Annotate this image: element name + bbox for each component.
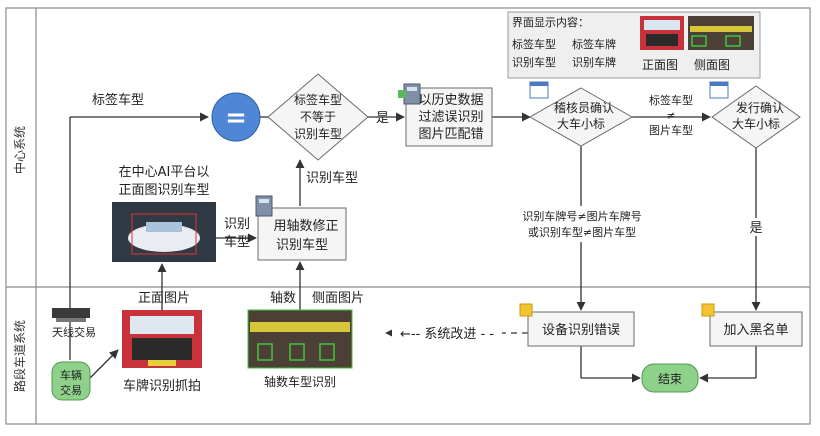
edge-label-side-image: 侧面图片 <box>312 291 364 306</box>
axle-recognition-photo <box>247 309 353 369</box>
end-node: 结束 <box>641 363 699 393</box>
device-error-node: 设备识别错误 <box>519 303 635 347</box>
yes-2-bg <box>748 218 766 236</box>
lane-label-road: 路段车道系统 <box>12 320 27 392</box>
axle-correct-line2: 识别车型 <box>276 237 328 253</box>
issuer-confirm-diamond: 发行确认 大车小标 <box>709 81 801 149</box>
legend-item-recog-plate: 识别车牌 <box>572 55 616 69</box>
legend-box: 界面显示内容： 标签车型 标签车牌 识别车型 识别车牌 正面图 侧面图 <box>507 11 761 79</box>
history-filter-line3: 图片匹配错 <box>418 127 483 142</box>
edge-label-yes-2: 是 <box>749 221 762 236</box>
history-filter-node: 以历史数据 过滤误识别 图片匹配错 <box>398 83 493 147</box>
vehicle-trade-node: 车辆 交易 <box>51 361 91 401</box>
compare-line2: 不等于 <box>300 110 336 124</box>
compare-line3: 识别车型 <box>294 126 342 141</box>
plate-capture-label: 车牌识别抓拍 <box>123 378 201 394</box>
issuer-line2: 大车小标 <box>732 116 780 131</box>
edge-label-recognized-type: 识别车型 <box>306 170 358 186</box>
plate-mismatch-bg <box>512 206 652 242</box>
compare-line1: 标签车型 <box>294 92 342 107</box>
swimlane-frame <box>5 7 811 425</box>
edge-label-recog-v2: 车型 <box>224 234 250 250</box>
antenna-device: 天线交易 <box>52 308 96 339</box>
blacklist-label: 加入黑名单 <box>723 322 788 338</box>
antenna-trade-label: 天线交易 <box>52 325 96 339</box>
auditor-line2: 大车小标 <box>557 116 605 131</box>
connectors <box>69 112 761 383</box>
ai-platform-line1: 在中心AI平台以 <box>119 165 210 180</box>
legend-title: 界面显示内容： <box>512 15 589 29</box>
equal-symbol: = <box>225 103 247 133</box>
vehicle-trade-line1: 车辆 <box>60 368 82 382</box>
history-filter-line2: 过滤误识别 <box>418 110 483 125</box>
end-label: 结束 <box>658 372 682 386</box>
auditor-line1: 稽核员确认 <box>554 100 614 115</box>
edge-label-ne-line1: 标签车型 <box>649 93 693 107</box>
edge-label-front-image: 正面图片 <box>138 291 190 306</box>
legend-item-recog-type: 识别车型 <box>512 55 556 69</box>
ai-platform-photo <box>112 202 216 262</box>
edge-label-axle-count: 轴数 <box>270 291 296 306</box>
equal-circle-node: = <box>211 92 261 142</box>
axle-correct-line1: 用轴数修正 <box>273 219 338 234</box>
vehicle-trade-line2: 交易 <box>60 383 82 397</box>
calculator-icon <box>398 83 421 105</box>
legend-front-caption: 正面图 <box>642 58 678 72</box>
history-filter-line1: 以历史数据 <box>418 93 483 108</box>
lane-label-center: 中心系统 <box>12 126 27 174</box>
edge-label-mismatch-line1: 识别车牌号≠图片车牌号 <box>522 209 641 223</box>
legend-item-label-plate: 标签车牌 <box>572 37 616 51</box>
legend-side-thumb <box>688 16 754 50</box>
edge-label-ne-line2: ≠ <box>666 109 675 122</box>
compare-diamond: 标签车型 不等于 识别车型 <box>267 73 369 161</box>
table-icon <box>529 81 549 99</box>
edge-label-recog-v1: 识别 <box>224 217 250 232</box>
axle-correct-node: 用轴数修正 识别车型 <box>255 195 347 261</box>
issuer-line1: 发行确认 <box>736 100 784 115</box>
edge-label-label-type: 标签车型 <box>92 92 144 108</box>
edge-label-ne-line3: 图片车型 <box>649 123 693 137</box>
system-improve-bg <box>392 324 502 342</box>
device-error-label: 设备识别错误 <box>542 322 620 338</box>
edge-label-yes-1: 是 <box>376 111 389 126</box>
calculator-icon <box>255 195 273 217</box>
legend-item-label-type: 标签车型 <box>512 37 556 51</box>
auditor-confirm-diamond: 稽核员确认 大车小标 <box>528 81 634 147</box>
edge-label-system-improve: ←-- 系统改进 - - <box>400 327 494 342</box>
legend-front-thumb <box>640 16 684 50</box>
axle-recognition-label: 轴数车型识别 <box>264 374 336 389</box>
edge-label-mismatch-line2: 或识别车型≠图片车型 <box>528 225 636 239</box>
blacklist-node: 加入黑名单 <box>701 303 803 347</box>
table-icon <box>709 81 729 99</box>
ai-platform-line2: 正面图识别车型 <box>118 182 209 198</box>
legend-side-caption: 侧面图 <box>694 58 730 72</box>
truck-front-photo <box>122 310 202 368</box>
